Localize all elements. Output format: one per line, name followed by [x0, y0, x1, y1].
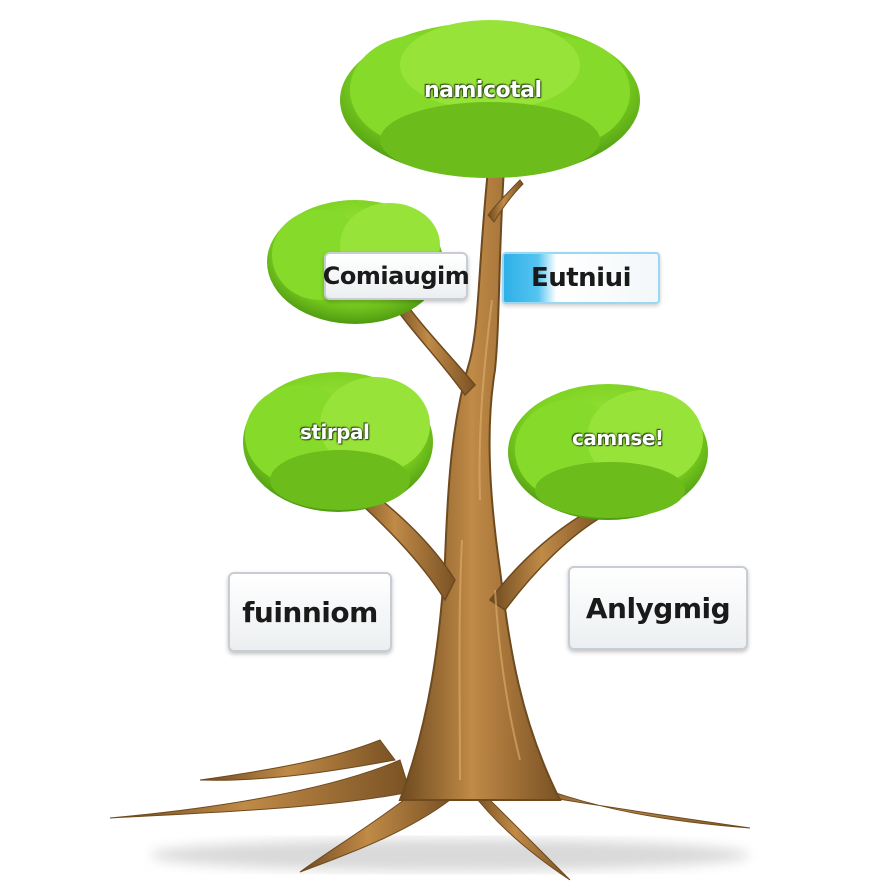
canopy-label-mid-left: stirpal	[300, 420, 370, 444]
canopy-mid-right	[508, 384, 708, 520]
canopy-label-top: namicotal	[424, 78, 542, 103]
branch-upper-right	[487, 179, 524, 223]
card-lower-left: fuinniom	[228, 572, 392, 652]
card-upper-left: Comiaugim	[323, 252, 470, 300]
card-lower-right: Anlygmig	[568, 566, 748, 650]
canopy-label-mid-right: camnse!	[572, 426, 664, 450]
canopy-top	[340, 20, 640, 178]
card-upper-right: Eutniui	[502, 252, 660, 304]
trunk-highlights	[458, 299, 521, 781]
canopy-mid-left	[243, 372, 433, 512]
ground-shadow	[150, 839, 750, 871]
